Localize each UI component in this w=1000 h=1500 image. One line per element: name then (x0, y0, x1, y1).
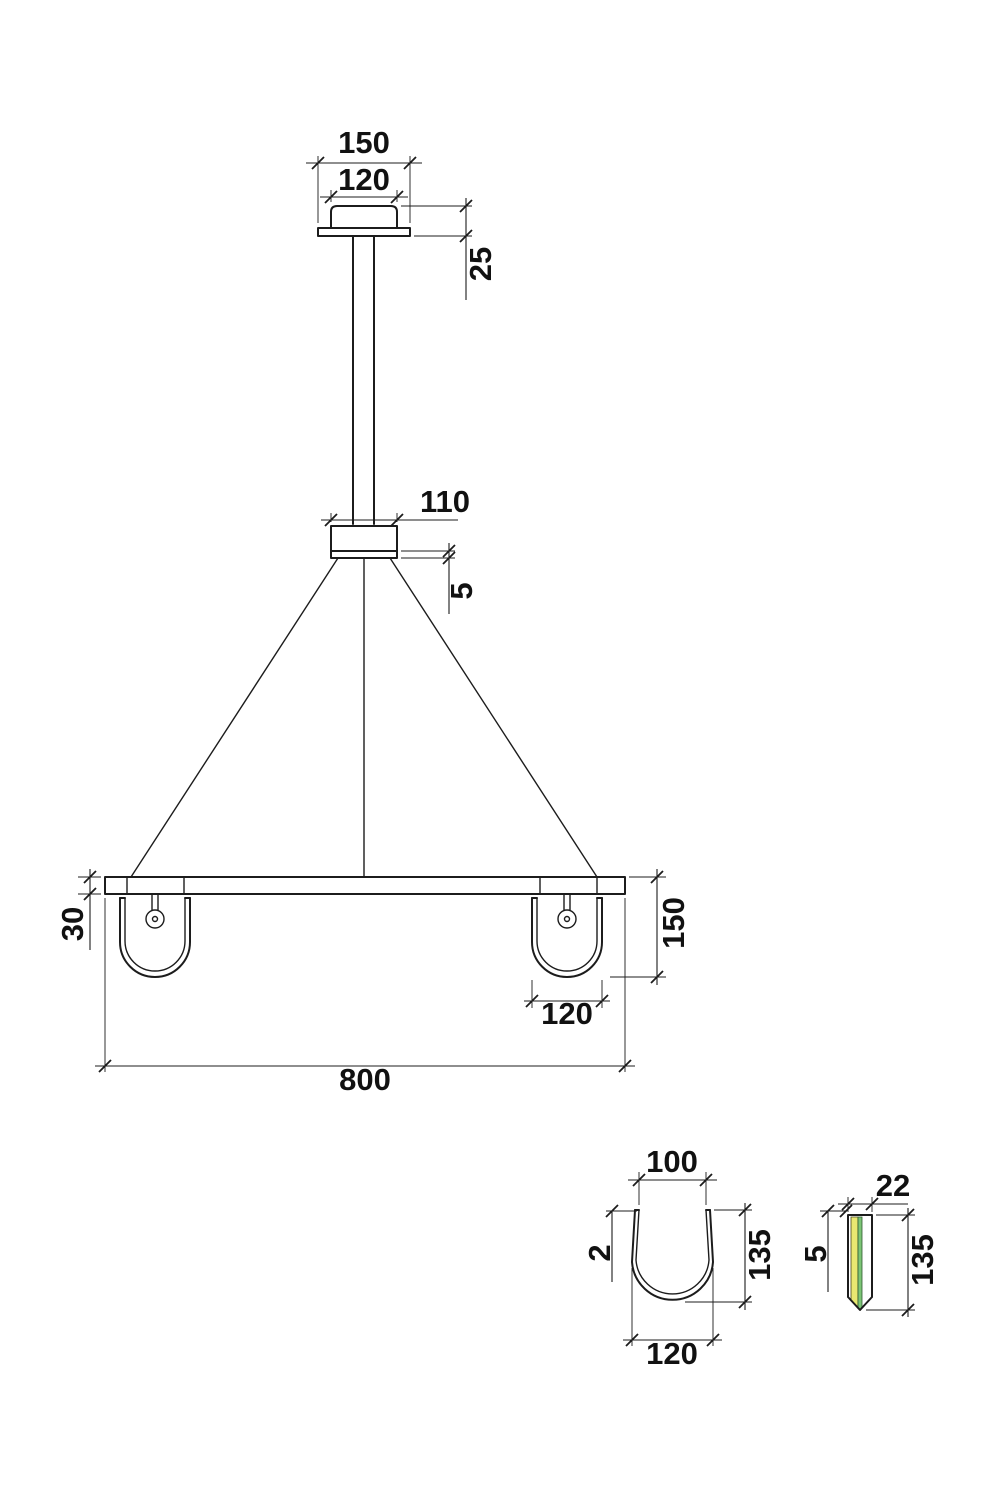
dim-shade-profile-bottom-width: 120 (623, 1268, 722, 1371)
dim-canopy-inner-width: 120 (320, 162, 408, 204)
dim-label-canopy-height: 25 (463, 247, 498, 281)
dim-label-strip-height: 135 (905, 1234, 940, 1286)
detail-shade-profile (631, 1209, 714, 1301)
dim-label-shade-profile-top-width: 100 (646, 1144, 698, 1179)
dim-label-fixture-width: 800 (339, 1062, 391, 1097)
dim-label-strip-thickness: 5 (798, 1245, 833, 1262)
dim-collar-width: 110 (321, 484, 470, 527)
dim-label-canopy-width: 150 (338, 125, 390, 160)
dim-strip-thickness: 5 (798, 1204, 853, 1292)
ceiling-canopy (317, 205, 411, 237)
dim-strip-width: 22 (838, 1168, 910, 1212)
collar (330, 525, 398, 559)
dim-label-strip-width: 22 (876, 1168, 910, 1203)
ring-bar (104, 876, 626, 895)
shade-left (119, 894, 191, 978)
dim-label-shade-width: 120 (541, 996, 593, 1031)
dim-label-collar-plate-thickness: 5 (444, 582, 479, 599)
dim-shade-profile-height: 135 (685, 1203, 777, 1310)
dim-fixture-width: 800 (95, 898, 635, 1097)
dim-label-shade-profile-bottom-width: 120 (646, 1336, 698, 1371)
dim-label-ring-overall-height: 150 (656, 897, 691, 949)
dim-label-canopy-inner-width: 120 (338, 162, 390, 197)
dim-ring-profile-height: 30 (55, 869, 101, 950)
dim-label-ring-profile-height: 30 (55, 907, 90, 941)
dim-canopy-height: 25 (401, 198, 498, 300)
dim-collar-plate-thickness: 5 (401, 543, 479, 614)
dim-strip-height: 135 (866, 1208, 940, 1317)
dim-label-shade-profile-wall-thickness: 2 (582, 1244, 617, 1261)
led-strip-green-layer (857, 1216, 863, 1311)
suspension-cables (130, 557, 598, 878)
detail-strip-profile (847, 1214, 873, 1311)
dim-label-collar-width: 110 (420, 484, 470, 519)
shade-right (531, 894, 603, 978)
led-strip-yellow-layer (850, 1216, 859, 1310)
dim-shade-profile-wall-thickness: 2 (582, 1204, 637, 1282)
dim-label-shade-profile-height: 135 (742, 1229, 777, 1281)
stem-rod (352, 235, 375, 525)
dim-canopy-width: 150 (306, 125, 422, 223)
dim-ring-overall-height: 150 (610, 869, 691, 985)
dim-shade-profile-top-width: 100 (628, 1144, 717, 1205)
dim-shade-width: 120 (524, 980, 610, 1031)
